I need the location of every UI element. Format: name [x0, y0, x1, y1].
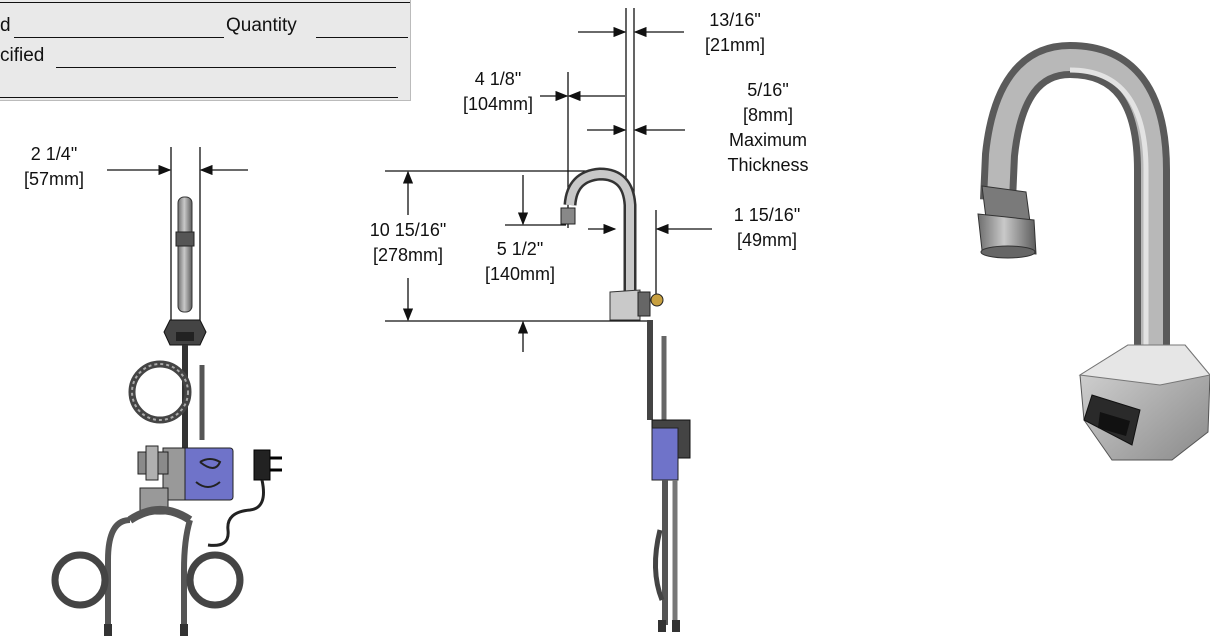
dim-spout-reach-inch: 4 1/8" — [474, 69, 522, 89]
dim-spout-diameter-inch: 13/16" — [709, 10, 761, 30]
dim-front-width-inch: 2 1/4" — [30, 144, 78, 164]
form-field-1[interactable] — [14, 37, 224, 38]
spec-form-box: d Quantity cified — [0, 0, 411, 101]
dim-overall-height: 10 15/16" [278mm] — [352, 218, 464, 268]
dim-max-thickness-inch: 5/16" — [747, 80, 789, 100]
front-view-faucet — [51, 196, 282, 636]
dim-spout-clearance: 5 1/2" [140mm] — [470, 237, 570, 287]
dim-spout-reach-mm: [104mm] — [462, 94, 534, 114]
form-quantity-field[interactable] — [316, 37, 408, 38]
dim-spout-diameter: 13/16" [21mm] — [690, 8, 780, 58]
dim-max-thickness: 5/16" [8mm] Maximum Thickness — [708, 78, 828, 178]
form-quantity-label: Quantity — [226, 15, 297, 36]
dim-spout-reach: 4 1/8" [104mm] — [448, 67, 548, 117]
dim-base-width-mm: [49mm] — [736, 230, 797, 250]
dim-front-width-mm: [57mm] — [23, 169, 84, 189]
front-view-dimensions — [107, 147, 248, 320]
side-view-faucet — [560, 167, 691, 632]
faucet-3d-render — [977, 41, 1210, 461]
form-row1-left: d — [0, 15, 11, 36]
dim-spout-clearance-inch: 5 1/2" — [496, 239, 544, 259]
dim-spout-diameter-mm: [21mm] — [704, 35, 765, 55]
dim-max-thickness-label2: Thickness — [727, 155, 809, 175]
dim-spout-clearance-mm: [140mm] — [484, 264, 556, 284]
dim-overall-height-inch: 10 15/16" — [369, 220, 447, 240]
dim-overall-height-mm: [278mm] — [372, 245, 444, 265]
dim-max-thickness-label1: Maximum — [728, 130, 807, 150]
dim-base-width: 1 15/16" [49mm] — [712, 203, 822, 253]
form-field-3[interactable] — [0, 97, 398, 98]
dim-max-thickness-mm: [8mm] — [742, 105, 793, 125]
form-row2-left: cified — [0, 45, 45, 66]
form-line-top — [0, 2, 410, 3]
dim-front-width: 2 1/4" [57mm] — [8, 142, 100, 192]
dim-base-width-inch: 1 15/16" — [733, 205, 801, 225]
form-field-2[interactable] — [56, 67, 396, 68]
